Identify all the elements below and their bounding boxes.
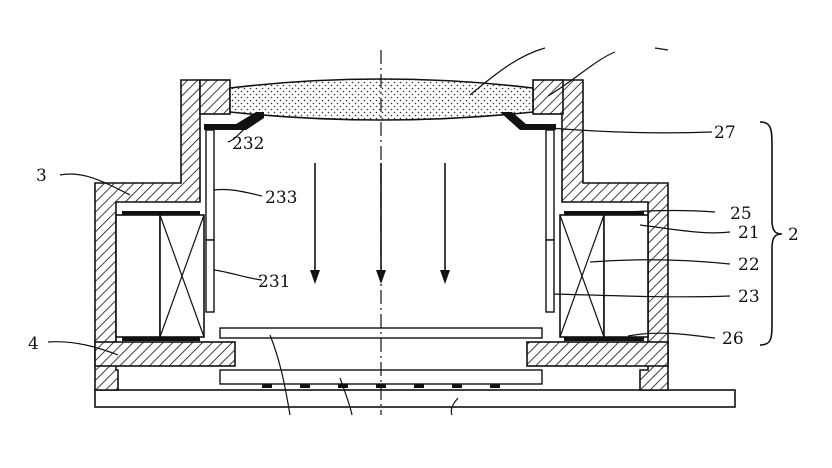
coil-right-x2 (559, 214, 605, 338)
shim-left-top (122, 211, 200, 215)
leader-top-1 (469, 47, 546, 96)
light-arrows (310, 163, 450, 284)
leader-top-3 (654, 47, 669, 51)
carrier-right-lower (545, 239, 555, 313)
blade-right (500, 112, 556, 130)
label-3: 3 (36, 166, 47, 186)
magnet-left (115, 214, 161, 338)
label-25: 25 (730, 204, 752, 224)
carrier-left-lower (205, 239, 215, 313)
label-232: 232 (232, 134, 264, 154)
base-block-right (526, 341, 669, 367)
shim-right-top (564, 211, 644, 215)
label-4: 4 (28, 334, 39, 354)
leader-25 (627, 209, 716, 213)
magnet-right (603, 214, 649, 338)
shim-left-bottom (122, 337, 200, 341)
leader-bottom-1 (269, 334, 291, 416)
carrier-left (205, 129, 215, 241)
coil-left-x2 (159, 214, 205, 338)
leader-4 (47, 341, 119, 356)
shim-right-bottom (564, 337, 644, 341)
brace-2 (759, 121, 783, 346)
label-2: 2 (788, 225, 799, 245)
base-block-left (94, 341, 236, 367)
leader-21 (639, 224, 731, 234)
label-22: 22 (738, 255, 760, 275)
carrier-right (545, 129, 555, 241)
label-27: 27 (714, 123, 736, 143)
base-plate (94, 389, 736, 408)
blade-left (204, 112, 264, 130)
leader-231 (213, 269, 263, 281)
leader-3 (59, 173, 131, 196)
label-21: 21 (738, 223, 760, 243)
leader-26 (627, 332, 716, 339)
label-233: 233 (265, 188, 297, 208)
leader-22 (589, 259, 731, 265)
leader-232 (227, 125, 249, 143)
label-23: 23 (738, 287, 760, 307)
lens-holder-left (199, 79, 231, 115)
leader-23 (553, 293, 731, 298)
lens-holder-right (532, 79, 564, 115)
leader-top-2 (547, 51, 616, 97)
label-231: 231 (258, 272, 290, 292)
leader-bottom-3 (450, 397, 459, 416)
label-26: 26 (722, 329, 744, 349)
leader-233 (213, 188, 263, 197)
leader-bottom-2 (339, 377, 353, 416)
leader-27 (549, 127, 713, 134)
